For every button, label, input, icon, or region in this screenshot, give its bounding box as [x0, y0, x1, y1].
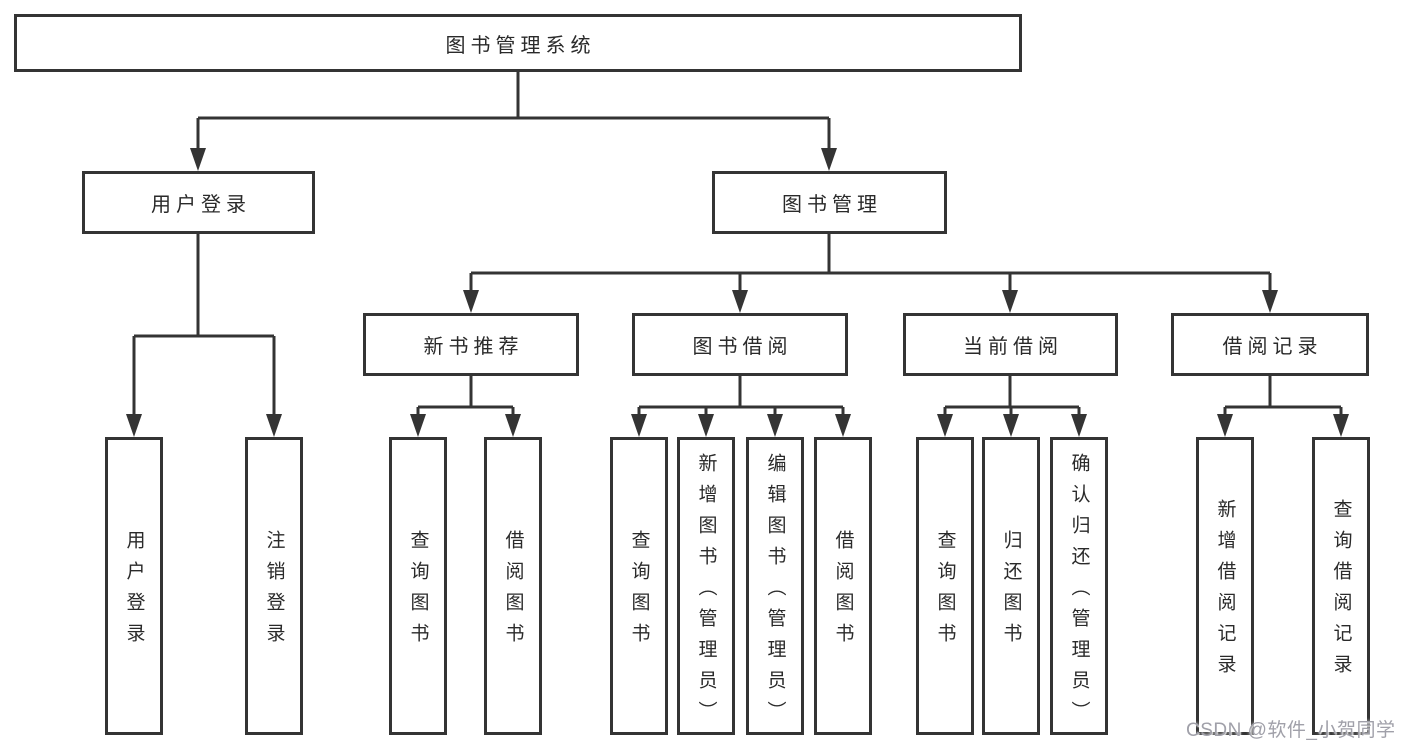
node-group-borrow-records: 借阅记录	[1171, 313, 1369, 376]
leaf-label: 注销登录	[263, 530, 285, 654]
leaf-label: 查询图书	[407, 530, 429, 654]
leaf-label: 借阅图书	[502, 530, 524, 654]
leaf-label: 新增借阅记录	[1214, 499, 1236, 685]
node-branch-user-login: 用户登录	[82, 171, 315, 234]
node-label: 用户登录	[151, 194, 251, 216]
leaf-user-login: 用户登录	[105, 437, 163, 735]
node-label: 当前借阅	[963, 336, 1063, 358]
node-branch-book-management: 图书管理	[712, 171, 947, 234]
connector-user-login-to-leaves	[126, 234, 282, 437]
leaf-label: 新增图书（管理员）	[695, 452, 717, 732]
connector-book-borrow-to-leaves	[631, 376, 851, 437]
leaf-label: 编辑图书（管理员）	[764, 452, 786, 732]
leaf-current-return-books: 归还图书	[982, 437, 1040, 735]
node-group-book-borrow: 图书借阅	[632, 313, 848, 376]
connector-new-books-to-leaves	[410, 376, 521, 437]
node-group-current-borrow: 当前借阅	[903, 313, 1118, 376]
leaf-borrow-edit-books-admin: 编辑图书（管理员）	[746, 437, 804, 735]
leaf-current-confirm-return-admin: 确认归还（管理员）	[1050, 437, 1108, 735]
node-label: 新书推荐	[423, 336, 524, 358]
leaf-label: 归还图书	[1000, 530, 1022, 654]
connector-borrow-records-to-leaves	[1217, 376, 1349, 437]
leaf-records-query-record: 查询借阅记录	[1312, 437, 1370, 735]
node-label: 图书借阅	[692, 336, 793, 358]
node-root-library-system: 图书管理系统	[14, 14, 1022, 72]
leaf-current-query-books: 查询图书	[916, 437, 974, 735]
leaf-records-add-record: 新增借阅记录	[1196, 437, 1254, 735]
leaf-borrow-add-books-admin: 新增图书（管理员）	[677, 437, 735, 735]
leaf-label: 确认归还（管理员）	[1068, 452, 1090, 732]
leaf-label: 查询借阅记录	[1330, 499, 1352, 685]
leaf-borrow-query-books: 查询图书	[610, 437, 668, 735]
leaf-logout: 注销登录	[245, 437, 303, 735]
leaf-newbooks-borrow-books: 借阅图书	[484, 437, 542, 735]
leaf-label: 用户登录	[123, 530, 145, 654]
connector-root-to-branches	[190, 72, 837, 171]
node-label: 借阅记录	[1222, 336, 1323, 358]
leaf-label: 查询图书	[934, 530, 956, 654]
node-label: 图书管理	[782, 194, 882, 216]
node-group-new-book-recommend: 新书推荐	[363, 313, 579, 376]
leaf-borrow-borrow-books: 借阅图书	[814, 437, 872, 735]
leaf-label: 查询图书	[628, 530, 650, 654]
connector-current-borrow-to-leaves	[937, 376, 1087, 437]
connector-book-mgmt-to-groups	[463, 234, 1278, 313]
node-label: 图书管理系统	[445, 34, 596, 57]
leaf-newbooks-query-books: 查询图书	[389, 437, 447, 735]
leaf-label: 借阅图书	[832, 530, 854, 654]
csdn-watermark: CSDN @软件_小贺同学	[1186, 720, 1396, 741]
